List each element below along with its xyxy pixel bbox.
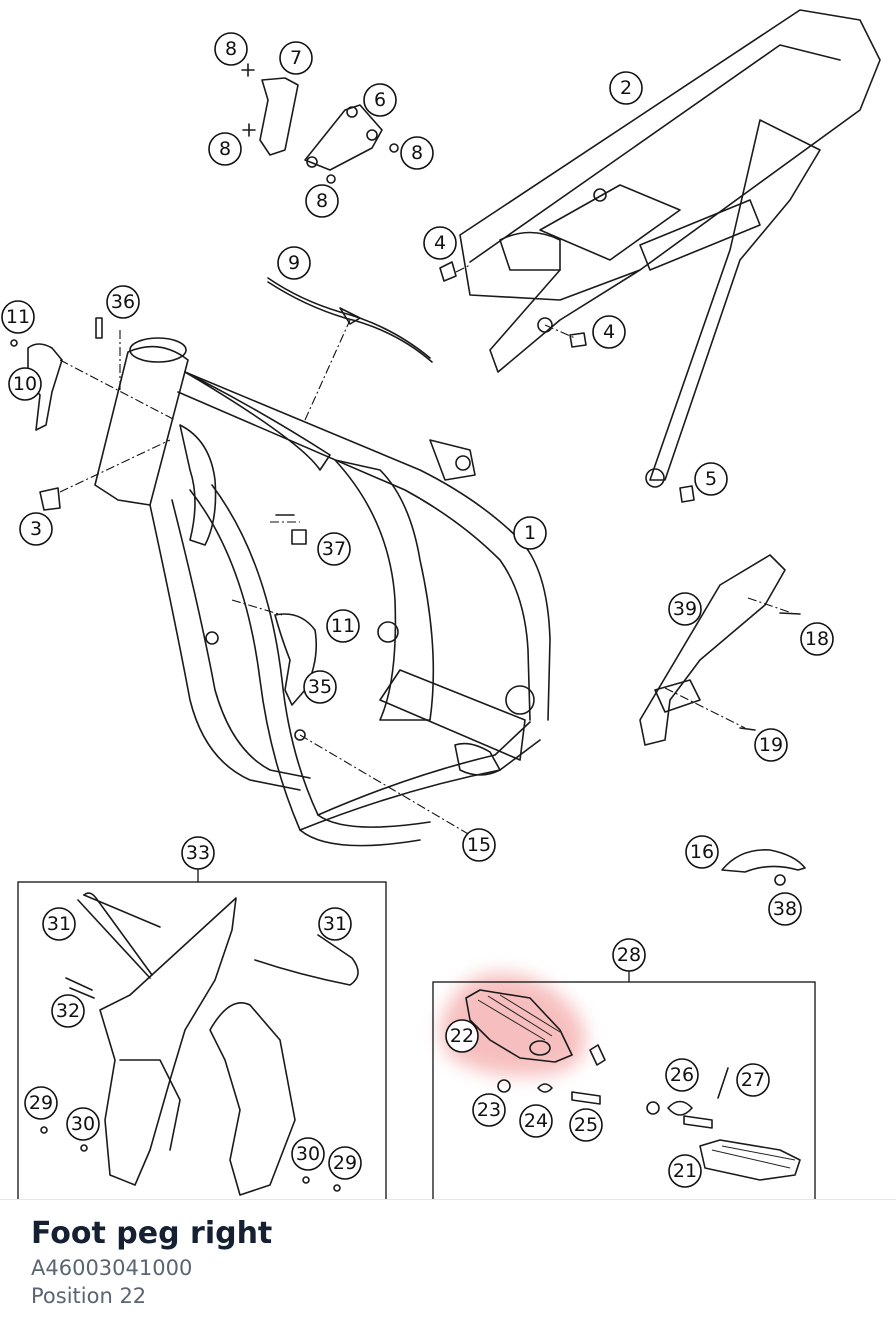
svg-text:27: 27 <box>741 1069 765 1091</box>
callout-19[interactable]: 19 <box>754 728 788 762</box>
svg-text:4: 4 <box>434 232 446 254</box>
callout-4a[interactable]: 4 <box>423 226 457 260</box>
callout-30b[interactable]: 30 <box>291 1137 325 1171</box>
svg-text:8: 8 <box>225 38 237 60</box>
svg-text:9: 9 <box>288 252 300 274</box>
frame-protector-box <box>17 868 387 1200</box>
callout-30a[interactable]: 30 <box>66 1107 100 1141</box>
svg-text:35: 35 <box>308 676 332 698</box>
svg-text:8: 8 <box>411 142 423 164</box>
svg-text:15: 15 <box>467 834 491 856</box>
svg-text:3: 3 <box>30 518 42 540</box>
svg-text:30: 30 <box>296 1143 320 1165</box>
callout-6[interactable]: 6 <box>363 83 397 117</box>
callout-22[interactable]: 22 <box>445 1019 479 1053</box>
assembly-lines <box>59 264 793 836</box>
svg-text:29: 29 <box>29 1092 53 1114</box>
svg-text:11: 11 <box>331 615 355 637</box>
svg-text:19: 19 <box>759 734 783 756</box>
bracket-parts-drawing <box>241 63 399 184</box>
svg-text:8: 8 <box>316 190 328 212</box>
callout-2[interactable]: 2 <box>609 71 643 105</box>
part-name: Foot peg right <box>31 1216 273 1251</box>
callout-16[interactable]: 16 <box>685 835 719 869</box>
callout-32[interactable]: 32 <box>51 994 85 1028</box>
callout-39[interactable]: 39 <box>668 592 702 626</box>
chain-slider-drawing <box>639 554 801 746</box>
svg-text:30: 30 <box>71 1113 95 1135</box>
svg-text:7: 7 <box>290 47 302 69</box>
callout-29b[interactable]: 29 <box>328 1146 362 1180</box>
foot-peg-box <box>432 970 816 1200</box>
callout-35[interactable]: 35 <box>303 670 337 704</box>
exploded-parts-diagram: 8 7 6 8 8 8 2 4 4 5 9 11 36 10 3 1 37 11… <box>1 9 881 1200</box>
svg-text:18: 18 <box>805 628 829 650</box>
callout-15[interactable]: 15 <box>462 828 496 862</box>
svg-text:24: 24 <box>524 1110 548 1132</box>
callout-36[interactable]: 36 <box>106 285 140 319</box>
svg-text:25: 25 <box>574 1114 598 1136</box>
callout-8b[interactable]: 8 <box>208 132 242 166</box>
svg-text:10: 10 <box>13 373 37 395</box>
callout-33[interactable]: 33 <box>181 836 215 870</box>
callout-3[interactable]: 3 <box>19 512 53 546</box>
svg-text:26: 26 <box>670 1064 694 1086</box>
svg-text:32: 32 <box>56 1000 80 1022</box>
svg-text:31: 31 <box>323 913 347 935</box>
callout-11b[interactable]: 11 <box>326 609 360 643</box>
svg-text:28: 28 <box>617 944 641 966</box>
cable-drawing <box>267 277 433 363</box>
svg-text:22: 22 <box>450 1025 474 1047</box>
callout-26[interactable]: 26 <box>665 1058 699 1092</box>
svg-text:23: 23 <box>477 1099 501 1121</box>
svg-text:11: 11 <box>6 306 30 328</box>
callout-37[interactable]: 37 <box>317 532 351 566</box>
svg-text:39: 39 <box>673 598 697 620</box>
part-position: Position 22 <box>31 1284 147 1308</box>
callout-5[interactable]: 5 <box>694 462 728 496</box>
part-number: A46003041000 <box>31 1256 193 1280</box>
svg-text:1: 1 <box>524 522 536 544</box>
small-brackets-drawing <box>10 317 103 511</box>
svg-text:6: 6 <box>374 89 386 111</box>
callout-9[interactable]: 9 <box>277 246 311 280</box>
svg-text:16: 16 <box>690 841 714 863</box>
svg-text:31: 31 <box>47 913 71 935</box>
callout-8a[interactable]: 8 <box>214 32 248 66</box>
part-16-drawing <box>721 849 806 886</box>
callout-21[interactable]: 21 <box>668 1154 702 1188</box>
callout-31a[interactable]: 31 <box>42 907 76 941</box>
svg-text:29: 29 <box>333 1152 357 1174</box>
callout-10[interactable]: 10 <box>8 367 42 401</box>
part-info-panel: Foot peg right A46003041000 Position 22 <box>0 1199 896 1336</box>
callout-27[interactable]: 27 <box>736 1063 770 1097</box>
guard-35-drawing <box>274 514 318 706</box>
svg-text:36: 36 <box>111 291 135 313</box>
svg-text:38: 38 <box>773 898 797 920</box>
foot-peg-right-drawing <box>465 989 573 1063</box>
callout-24[interactable]: 24 <box>519 1104 553 1138</box>
callout-1[interactable]: 1 <box>513 516 547 550</box>
svg-text:2: 2 <box>620 77 632 99</box>
callout-31b[interactable]: 31 <box>318 907 352 941</box>
svg-text:21: 21 <box>673 1160 697 1182</box>
callout-28[interactable]: 28 <box>612 938 646 972</box>
svg-text:8: 8 <box>219 138 231 160</box>
subframe-drawing <box>439 9 881 503</box>
main-frame-drawing <box>94 337 551 847</box>
callout-7[interactable]: 7 <box>279 41 313 75</box>
svg-text:4: 4 <box>603 321 615 343</box>
callout-29a[interactable]: 29 <box>24 1086 58 1120</box>
callout-38[interactable]: 38 <box>768 892 802 926</box>
callout-25[interactable]: 25 <box>569 1108 603 1142</box>
callout-11a[interactable]: 11 <box>1 300 35 334</box>
callout-4b[interactable]: 4 <box>592 315 626 349</box>
svg-text:37: 37 <box>322 538 346 560</box>
callout-8c[interactable]: 8 <box>400 136 434 170</box>
callout-23[interactable]: 23 <box>472 1093 506 1127</box>
callout-18[interactable]: 18 <box>800 622 834 656</box>
svg-text:5: 5 <box>705 468 717 490</box>
callout-8d[interactable]: 8 <box>305 184 339 218</box>
svg-text:33: 33 <box>186 842 210 864</box>
